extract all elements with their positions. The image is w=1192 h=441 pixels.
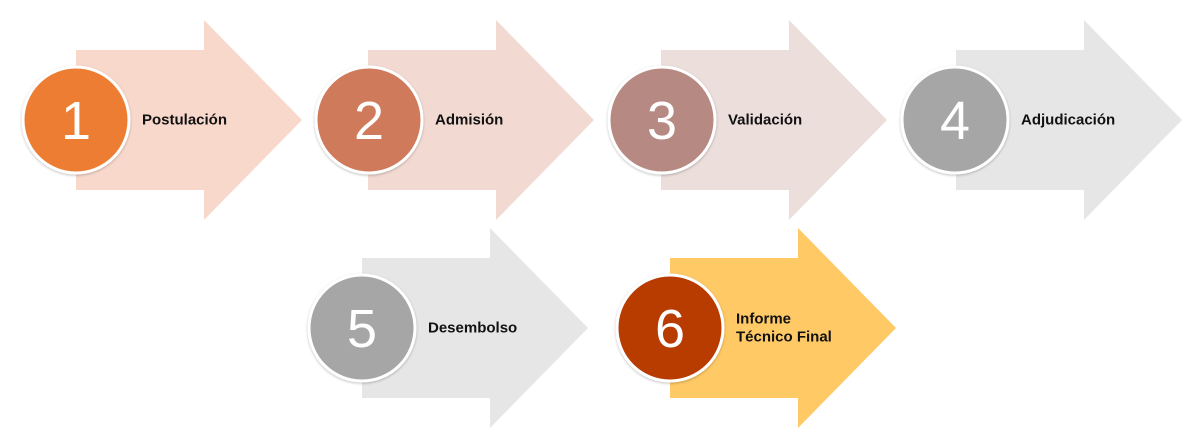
step-6-label: Técnico Final xyxy=(736,329,832,346)
step-1-label: Postulación xyxy=(142,112,227,129)
step-5-arrow xyxy=(362,228,588,428)
step-4-number: 4 xyxy=(940,91,970,151)
step-3-arrow xyxy=(661,20,887,220)
step-1: 1 Postulación xyxy=(21,20,302,220)
step-2-number: 2 xyxy=(354,91,384,151)
step-2: 2 Admisión xyxy=(314,20,594,220)
step-5-circle xyxy=(307,273,417,383)
step-5: 5 Desembolso xyxy=(307,228,588,428)
step-4-arrow xyxy=(956,20,1182,220)
step-1-circle xyxy=(21,65,131,175)
step-1-arrow xyxy=(76,20,302,220)
step-6-number: 6 xyxy=(655,299,685,359)
step-3-circle xyxy=(607,65,717,175)
step-4-label: Adjudicación xyxy=(1021,112,1115,129)
step-3-number: 3 xyxy=(647,91,677,151)
step-2-label: Admisión xyxy=(435,112,503,129)
step-5-label: Desembolso xyxy=(428,320,517,337)
step-5-number: 5 xyxy=(347,299,377,359)
step-2-circle xyxy=(314,65,424,175)
step-6-label: Informe xyxy=(736,311,791,328)
step-2-arrow xyxy=(368,20,594,220)
step-6-circle xyxy=(615,273,725,383)
step-4: 4 Adjudicación xyxy=(900,20,1182,220)
step-3-label: Validación xyxy=(728,112,802,129)
step-6-arrow xyxy=(670,228,896,428)
steps-layer: 1 Postulación 2 Admisión 3 Validación 4 Adjudic… xyxy=(21,20,1182,428)
step-4-circle xyxy=(900,65,1010,175)
step-1-number: 1 xyxy=(61,91,91,151)
step-3: 3 Validación xyxy=(607,20,887,220)
